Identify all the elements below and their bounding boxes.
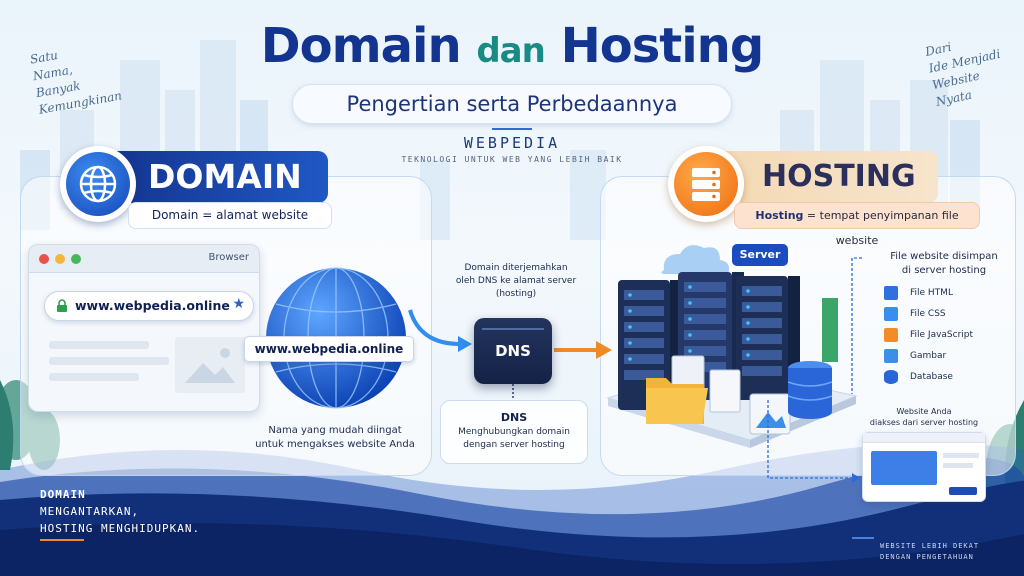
domain-caption-line: Nama yang mudah diingat [268, 425, 402, 436]
dns-note-line: Domain diterjemahkan [464, 263, 568, 273]
side-note-left: Satu Nama, Banyak Kemungkinan [29, 37, 124, 119]
lock-icon [57, 299, 67, 312]
domain-to-dns-arrow-icon [408, 309, 472, 352]
mini-site-text [943, 453, 979, 458]
hosting-definition-term: Hosting [755, 209, 804, 222]
files-bracket-icon [851, 257, 862, 394]
dns-server-box: DNS [474, 318, 552, 384]
files-title-line: di server hosting [901, 265, 987, 276]
footer-left-line: HOSTING MENGHIDUPKAN. [40, 522, 201, 535]
url-text: www.webpedia.online [75, 298, 230, 313]
page-title: Domain dan Hosting [0, 18, 1024, 74]
brand-name: WEBPEDIA [463, 134, 561, 152]
dns-card-desc: Menghubungkan domain dengan server hosti… [445, 426, 583, 452]
image-file-icon [884, 349, 898, 363]
css-file-icon [884, 307, 898, 321]
image-placeholder-icon [175, 337, 245, 393]
title-word-hosting: Hosting [560, 18, 765, 74]
footer-accent-line [40, 539, 84, 541]
dns-note-line: (hosting) [495, 289, 537, 299]
footer-right: WEBSITE LEBIH DEKAT DENGAN PENGETAHUAN [880, 541, 979, 563]
dns-card-title: DNS [500, 411, 528, 424]
access-caption: Website Anda diakses dari server hosting [862, 406, 986, 428]
file-item-label: File CSS [910, 309, 946, 319]
maximize-dot-icon [71, 254, 81, 264]
domain-heading: DOMAIN [100, 151, 328, 203]
subtitle: Pengertian serta Perbedaannya [292, 84, 732, 124]
mini-site-hero-image-icon [871, 451, 937, 485]
brand-divider [492, 128, 532, 130]
brand-tagline: TEKNOLOGI UNTUK WEB YANG LEBIH BAIK [401, 155, 623, 164]
content-placeholder [49, 341, 149, 349]
content-placeholder [49, 373, 139, 381]
footer-left: DOMAIN MENGANTARKAN, HOSTING MENGHIDUPKA… [40, 486, 200, 537]
browser-label: Browser [208, 252, 249, 263]
database-icon [884, 370, 898, 384]
bookmark-star-icon[interactable]: ★ [232, 296, 245, 312]
access-caption-line: diakses dari server hosting [869, 418, 979, 427]
file-item-label: Database [910, 372, 953, 382]
close-dot-icon [39, 254, 49, 264]
file-item-label: Gambar [910, 351, 947, 361]
dns-info-card: DNS Menghubungkan domain dengan server h… [440, 400, 588, 464]
dns-note-line: oleh DNS ke alamat server [455, 276, 577, 286]
dns-to-server-arrow-icon [554, 341, 612, 359]
server-icon [668, 146, 744, 222]
dns-box-label: DNS [495, 342, 531, 360]
dns-card-desc-line: Menghubungkan domain [458, 427, 570, 437]
server-to-site-arrow-icon [767, 400, 860, 483]
footer-left-line: MENGANTARKAN, [40, 505, 140, 518]
access-caption-line: Website Anda [896, 407, 952, 416]
hosting-heading: HOSTING [702, 151, 938, 203]
domain-definition: Domain = alamat website [128, 202, 332, 229]
js-file-icon [884, 328, 898, 342]
files-title-line: File website disimpan [890, 251, 998, 262]
browser-titlebar: Browser [29, 245, 259, 273]
browser-window: Browser [28, 244, 260, 412]
file-item-label: File HTML [910, 288, 953, 298]
footer-right-line-text: DENGAN PENGETAHUAN [880, 553, 974, 561]
title-word-domain: Domain [260, 18, 462, 74]
globe-icon [60, 146, 136, 222]
hosting-definition-text: = tempat penyimpanan file website [803, 209, 959, 247]
mini-website-preview [862, 432, 986, 502]
mini-site-bar [863, 433, 985, 443]
html-file-icon [884, 286, 898, 300]
file-item-label: File JavaScript [910, 330, 974, 340]
footer-right-line [852, 537, 874, 539]
address-bar[interactable]: www.webpedia.online ★ [44, 291, 254, 321]
mini-site-text [943, 463, 973, 468]
dns-note: Domain diterjemahkan oleh DNS ke alamat … [436, 262, 596, 301]
dns-box-line [482, 328, 544, 330]
globe-url-label: www.webpedia.online [244, 336, 414, 362]
footer-left-line: DOMAIN [40, 488, 86, 501]
server-label: Server [732, 244, 788, 266]
footer-right-line-text: WEBSITE LEBIH DEKAT [880, 542, 980, 550]
content-placeholder [49, 357, 169, 365]
dns-card-desc-line: dengan server hosting [463, 440, 565, 450]
hosting-definition: Hosting = tempat penyimpanan file websit… [734, 202, 980, 247]
server-rack-illustration-icon [606, 245, 858, 448]
mini-site-button [949, 487, 977, 495]
files-title: File website disimpan di server hosting [864, 250, 1024, 278]
domain-caption: Nama yang mudah diingat untuk mengakses … [240, 424, 430, 452]
title-word-dan: dan [476, 31, 545, 71]
minimize-dot-icon [55, 254, 65, 264]
domain-caption-line: untuk mengakses website Anda [255, 439, 415, 450]
